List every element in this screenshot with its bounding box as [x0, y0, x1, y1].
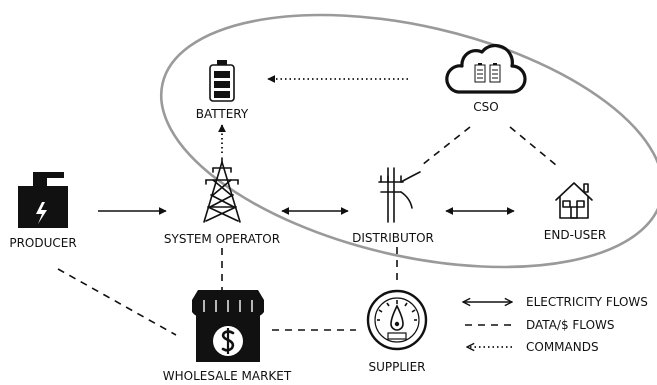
grid-boundary-ellipse — [159, 13, 657, 269]
legend-electricity-label: ELECTRICITY FLOWS — [526, 295, 648, 309]
transmission-tower-icon — [203, 157, 241, 223]
wholesale-market-label: WHOLESALE MARKET — [163, 369, 292, 383]
end-user-label: END-USER — [544, 228, 606, 242]
legend-commands-label: COMMANDS — [526, 340, 599, 354]
legend: ELECTRICITY FLOWS DATA/$ FLOWS COMMANDS — [463, 295, 648, 354]
system-operator-label: SYSTEM OPERATOR — [164, 232, 280, 246]
distributor-label: DISTRIBUTOR — [352, 231, 434, 245]
cso-label: CSO — [473, 100, 498, 114]
factory-icon — [18, 172, 68, 228]
producer-label: PRODUCER — [9, 236, 76, 250]
cso-enduser-data — [509, 126, 557, 166]
house-icon — [555, 182, 593, 219]
cso-distributor-data — [421, 126, 471, 166]
producer-market-data — [57, 268, 177, 336]
battery-label: BATTERY — [196, 107, 249, 121]
meter-icon — [366, 289, 428, 351]
cloud-battery-icon — [445, 43, 527, 94]
battery-icon — [209, 60, 235, 102]
store-dollar-icon — [192, 290, 264, 362]
utility-pole-icon — [378, 167, 421, 223]
supplier-label: SUPPLIER — [368, 360, 425, 374]
legend-data-label: DATA/$ FLOWS — [526, 318, 615, 332]
